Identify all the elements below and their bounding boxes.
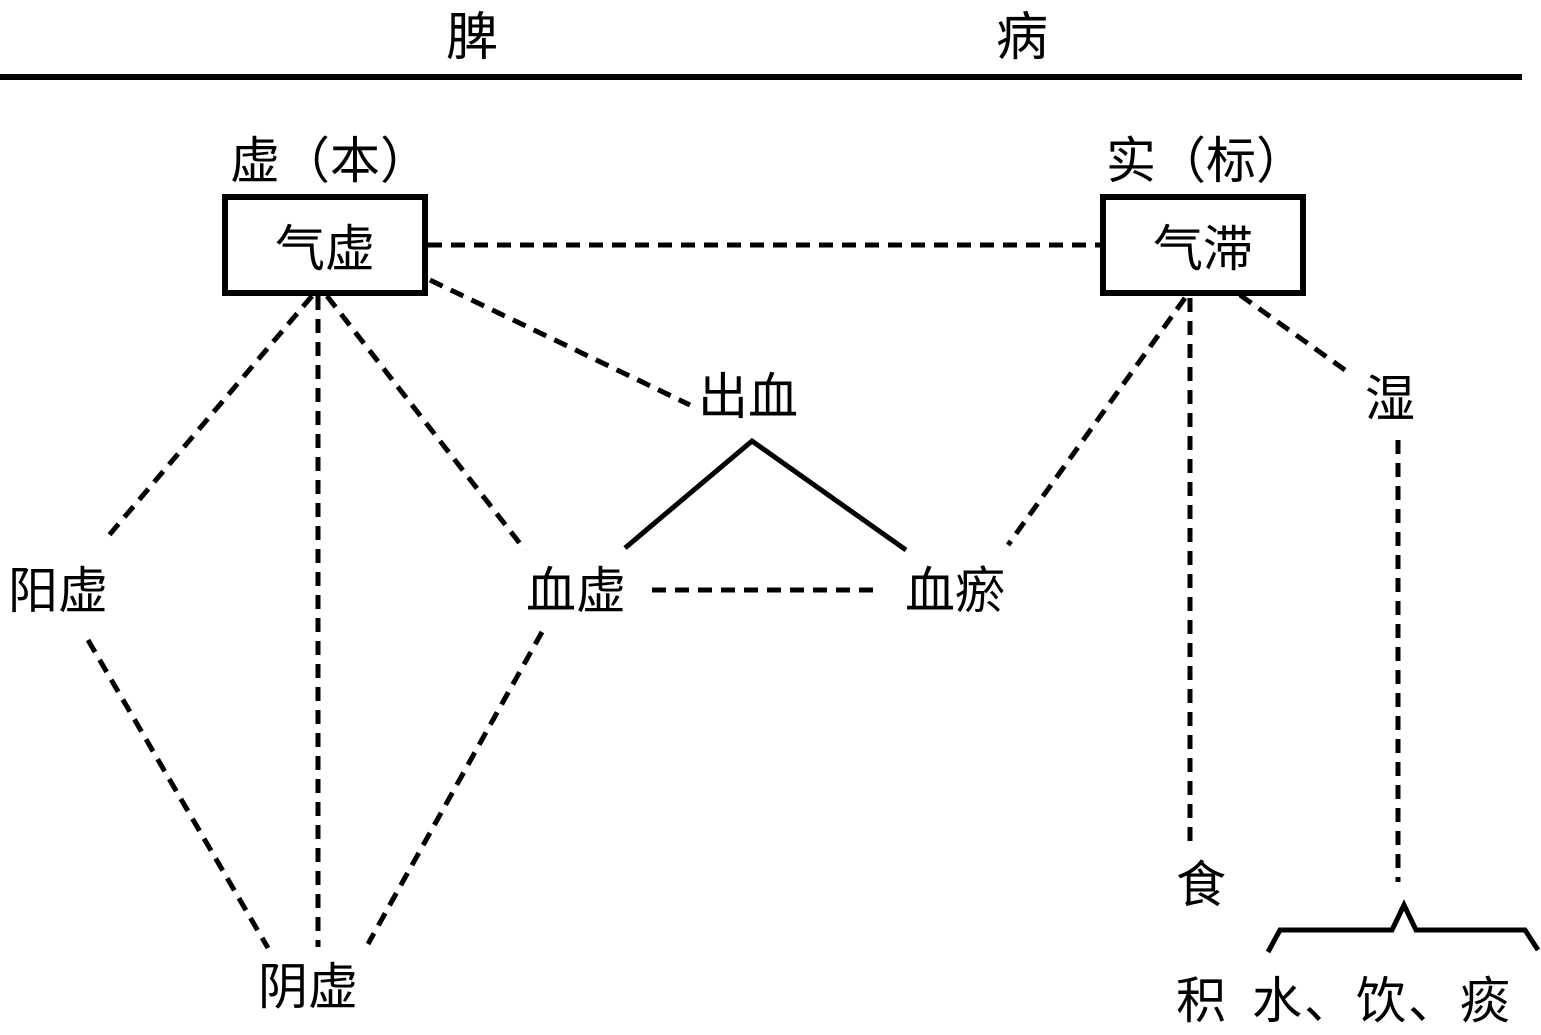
node-chu-xue: 出血 bbox=[698, 368, 798, 426]
node-qi-xu: 气虚 bbox=[222, 194, 428, 296]
node-qi-xu-label: 气虚 bbox=[275, 220, 375, 278]
edge-qizhi-shi bbox=[1238, 292, 1354, 378]
node-qi-zhi: 气滞 bbox=[1100, 194, 1306, 296]
node-shi-ji-bottom: 积 bbox=[1176, 972, 1226, 1030]
title-char-pi: 脾 bbox=[446, 8, 499, 68]
node-xue-xu: 血虚 bbox=[526, 562, 626, 620]
brace-shui-yin-tan bbox=[1265, 899, 1541, 954]
node-xue-yu: 血瘀 bbox=[905, 562, 1005, 620]
edge-yangxu-yinxu bbox=[85, 638, 271, 950]
node-qi-zhi-label: 气滞 bbox=[1153, 220, 1253, 278]
node-yin-xu: 阴虚 bbox=[258, 958, 358, 1016]
edge-qixu-chuxue bbox=[428, 277, 692, 408]
edge-qixu-xuexu bbox=[325, 294, 527, 552]
node-shui-yin-tan: 水、饮、痰 bbox=[1252, 972, 1512, 1030]
title-char-bing: 病 bbox=[996, 8, 1049, 68]
edge-xuexu-yinxu bbox=[365, 630, 545, 946]
node-shi: 湿 bbox=[1365, 370, 1415, 428]
node-shi-ji-top: 食 bbox=[1176, 856, 1226, 914]
edge-chuxue-solid bbox=[623, 437, 908, 553]
node-yang-xu: 阳虚 bbox=[8, 562, 108, 620]
category-excess-label: 实（标） bbox=[1106, 132, 1306, 190]
edge-qixu-yangxu bbox=[103, 294, 314, 542]
edge-qizhi-xueyu bbox=[1005, 296, 1188, 547]
category-deficiency-label: 虚（本） bbox=[230, 132, 430, 190]
